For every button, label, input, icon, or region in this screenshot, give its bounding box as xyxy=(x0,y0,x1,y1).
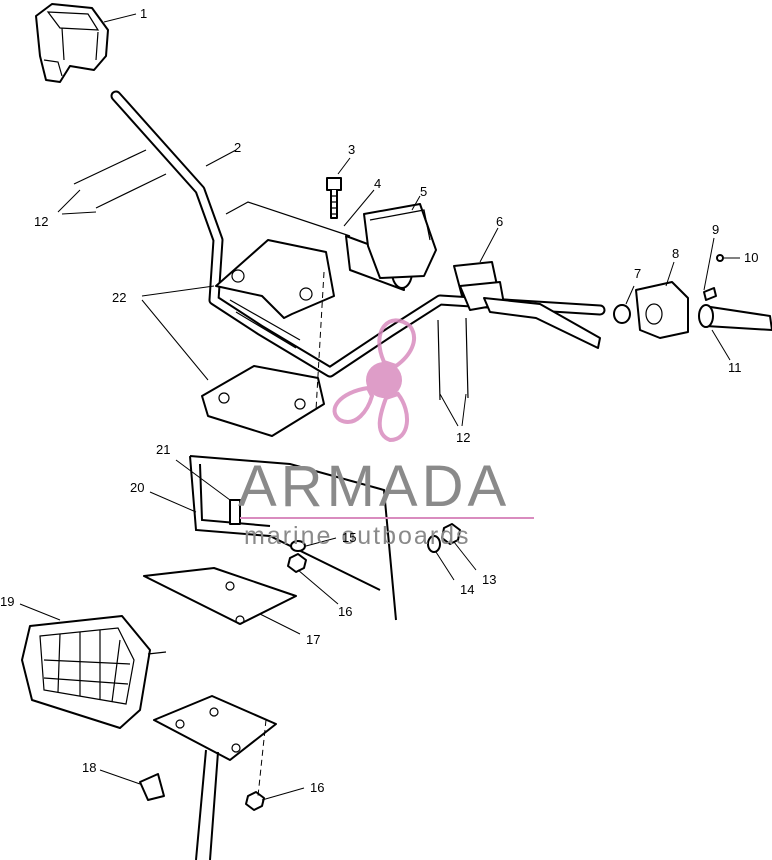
callout-13: 13 xyxy=(482,572,496,587)
callout-11: 11 xyxy=(728,360,742,375)
part-screw-9 xyxy=(703,287,717,301)
callout-16b: 16 xyxy=(310,780,324,795)
part-throttle-assembly xyxy=(613,237,772,361)
callout-14: 14 xyxy=(460,582,474,597)
part-washer-15 xyxy=(290,540,306,552)
part-cable-ties xyxy=(57,149,469,427)
watermark-tagline: marine outboards xyxy=(244,522,471,550)
part-hardware xyxy=(245,523,477,811)
part-bolt-3 xyxy=(326,157,351,219)
part-bolt-21 xyxy=(229,499,241,525)
part-handlebar xyxy=(110,90,606,378)
callout-16a: 16 xyxy=(338,604,352,619)
callout-17: 17 xyxy=(306,632,320,647)
part-spacer-7 xyxy=(613,304,631,324)
callout-12a: 12 xyxy=(34,214,48,229)
callout-15: 15 xyxy=(342,530,356,545)
callout-22: 22 xyxy=(112,290,126,305)
part-nut-16a xyxy=(287,553,307,573)
callout-12b: 12 xyxy=(456,430,470,445)
part-headlight xyxy=(19,603,167,729)
part-nut-16b xyxy=(245,791,265,811)
part-washer-14 xyxy=(427,535,441,553)
callout-2: 2 xyxy=(234,140,241,155)
part-light-bracket xyxy=(149,455,397,621)
callout-20: 20 xyxy=(130,480,144,495)
part-headlight-pod xyxy=(35,3,137,83)
callout-8: 8 xyxy=(672,246,679,261)
watermark-logo xyxy=(332,318,416,443)
part-mounting-plate xyxy=(143,567,301,635)
part-washer-10 xyxy=(716,254,724,262)
part-clip xyxy=(99,769,165,801)
callout-18: 18 xyxy=(82,760,96,775)
part-grip-11 xyxy=(703,305,772,331)
callout-7: 7 xyxy=(634,266,641,281)
callout-19: 19 xyxy=(0,594,14,609)
callout-9: 9 xyxy=(712,222,719,237)
callout-1: 1 xyxy=(140,6,147,21)
callout-5: 5 xyxy=(420,184,427,199)
callout-21: 21 xyxy=(156,442,170,457)
part-master-cylinder xyxy=(453,227,601,349)
callout-4: 4 xyxy=(374,176,381,191)
watermark-brand: ARMADA xyxy=(238,454,510,519)
callout-10: 10 xyxy=(744,250,758,265)
part-throttle-housing-8 xyxy=(635,281,689,339)
part-lower-plate xyxy=(153,695,277,860)
callout-3: 3 xyxy=(348,142,355,157)
part-pad-cover xyxy=(363,195,437,279)
part-handlebar-clamps xyxy=(141,239,335,437)
callout-6: 6 xyxy=(496,214,503,229)
part-nut-13 xyxy=(441,523,461,545)
